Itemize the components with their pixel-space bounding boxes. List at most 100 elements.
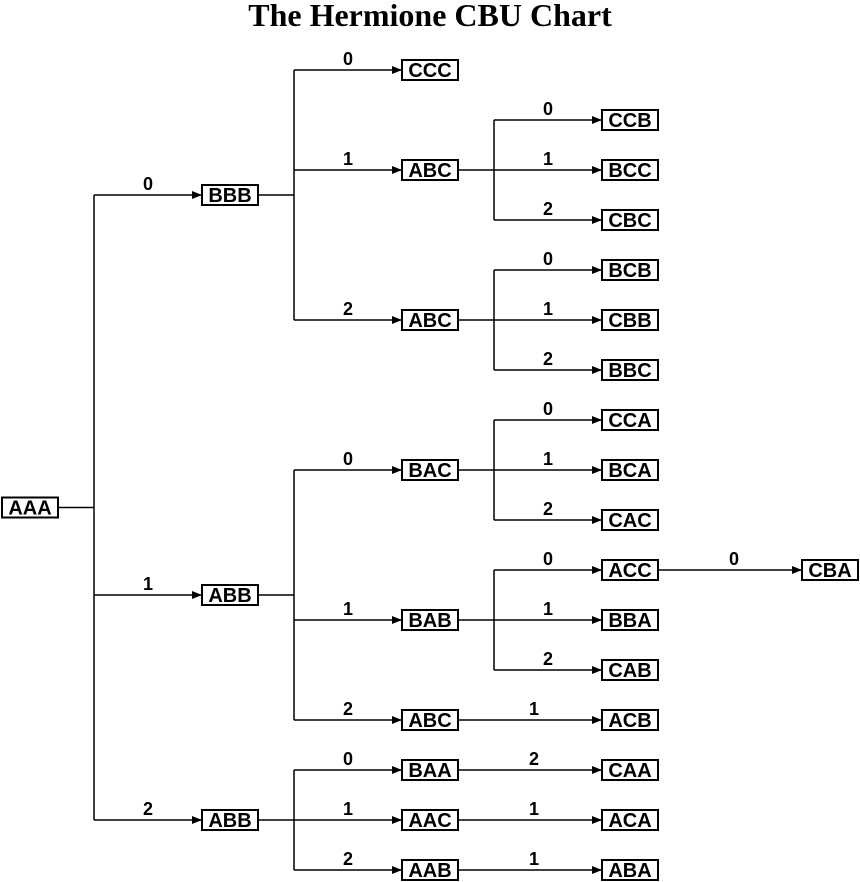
node-label: BBA <box>608 610 651 632</box>
node-label: ABA <box>608 860 651 882</box>
node-label: ABC <box>408 160 451 182</box>
node-label: CCA <box>608 410 651 432</box>
node-box <box>401 759 459 781</box>
node-box <box>601 659 659 681</box>
node-cac-15: CAC <box>601 509 659 532</box>
node-box <box>201 584 259 606</box>
edge-label: 0 <box>343 449 353 469</box>
node-box <box>401 709 459 731</box>
node-bac-12: BAC <box>401 459 459 482</box>
edge-label: 2 <box>143 799 153 819</box>
node-box <box>601 359 659 381</box>
node-box <box>601 559 659 581</box>
edge-label: 1 <box>343 799 353 819</box>
node-cbb-9: CBB <box>601 309 659 332</box>
node-bab-16: BAB <box>401 609 459 632</box>
edge-label: 0 <box>729 549 739 569</box>
node-label: CAC <box>608 510 651 532</box>
edge-label: 0 <box>543 399 553 419</box>
node-aaa-0: AAA <box>1 496 59 520</box>
diagram-title: The Hermione CBU Chart <box>248 0 612 33</box>
edge-label: 1 <box>543 149 553 169</box>
node-box <box>401 59 459 81</box>
node-label: BCC <box>608 160 651 182</box>
node-box <box>601 859 659 881</box>
node-box <box>601 209 659 231</box>
node-label: ABB <box>208 810 251 832</box>
node-label: ABC <box>408 310 451 332</box>
edge-label: 0 <box>343 749 353 769</box>
edge-label: 2 <box>543 649 553 669</box>
node-aca-27: ACA <box>601 809 659 832</box>
node-label: ACB <box>608 710 651 732</box>
node-ccc-2: CCC <box>401 59 459 82</box>
node-box <box>601 509 659 531</box>
edge-label: 1 <box>343 599 353 619</box>
node-acc-17: ACC <box>601 559 659 582</box>
node-cca-13: CCA <box>601 409 659 432</box>
edge-label: 0 <box>543 249 553 269</box>
node-acb-22: ACB <box>601 709 659 732</box>
node-box <box>401 159 459 181</box>
node-cbc-6: CBC <box>601 209 659 232</box>
node-label: BCA <box>608 460 651 482</box>
edge-label: 2 <box>343 299 353 319</box>
node-bba-19: BBA <box>601 609 659 632</box>
node-caa-25: CAA <box>601 759 659 782</box>
node-box <box>201 184 259 206</box>
edge-label: 0 <box>143 174 153 194</box>
edge-label: 2 <box>529 749 539 769</box>
edge-label: 0 <box>543 549 553 569</box>
node-label: BBB <box>208 185 251 207</box>
edge-label: 1 <box>529 849 539 869</box>
edge-label: 0 <box>343 49 353 69</box>
node-label: CAB <box>608 660 651 682</box>
node-bcc-5: BCC <box>601 159 659 182</box>
node-aac-26: AAC <box>401 809 459 832</box>
node-ccb-4: CCB <box>601 109 659 132</box>
node-box <box>401 809 459 831</box>
node-box <box>601 409 659 431</box>
node-box <box>601 709 659 731</box>
node-aab-28: AAB <box>401 859 459 882</box>
node-label: BAC <box>408 460 451 482</box>
node-box <box>401 309 459 331</box>
node-bbc-10: BBC <box>601 359 659 382</box>
node-label: ACA <box>608 810 651 832</box>
node-label: CCC <box>408 60 451 82</box>
node-baa-24: BAA <box>401 759 459 782</box>
node-label: ABB <box>208 585 251 607</box>
node-box <box>801 559 859 581</box>
node-aba-29: ABA <box>601 859 659 882</box>
node-box <box>601 159 659 181</box>
node-box <box>601 759 659 781</box>
node-box <box>601 809 659 831</box>
edge-label: 1 <box>529 799 539 819</box>
node-box <box>601 609 659 631</box>
node-abc-7: ABC <box>401 309 459 332</box>
edge-label: 1 <box>543 599 553 619</box>
edge-label: 2 <box>343 849 353 869</box>
node-label: AAC <box>408 810 451 832</box>
node-box <box>601 309 659 331</box>
edge-label: 1 <box>543 449 553 469</box>
node-abc-21: ABC <box>401 709 459 732</box>
node-label: CBA <box>808 560 851 582</box>
node-label: ACC <box>608 560 651 582</box>
node-label: BCB <box>608 260 651 282</box>
node-cab-20: CAB <box>601 659 659 682</box>
node-label: BAA <box>408 760 451 782</box>
edge-label: 1 <box>543 299 553 319</box>
node-label: CAA <box>608 760 651 782</box>
node-box <box>601 459 659 481</box>
node-layer: AAA BBB CCC ABC CCB BCC CBC ABC BCB CBB BBC ABB BAC C… <box>1 59 859 882</box>
edge-label: 2 <box>543 199 553 219</box>
edge-label: 2 <box>343 699 353 719</box>
edge-label: 2 <box>543 349 553 369</box>
node-abc-3: ABC <box>401 159 459 182</box>
node-bbb-1: BBB <box>201 184 259 207</box>
node-bca-14: BCA <box>601 459 659 482</box>
node-label: CBC <box>608 210 651 232</box>
